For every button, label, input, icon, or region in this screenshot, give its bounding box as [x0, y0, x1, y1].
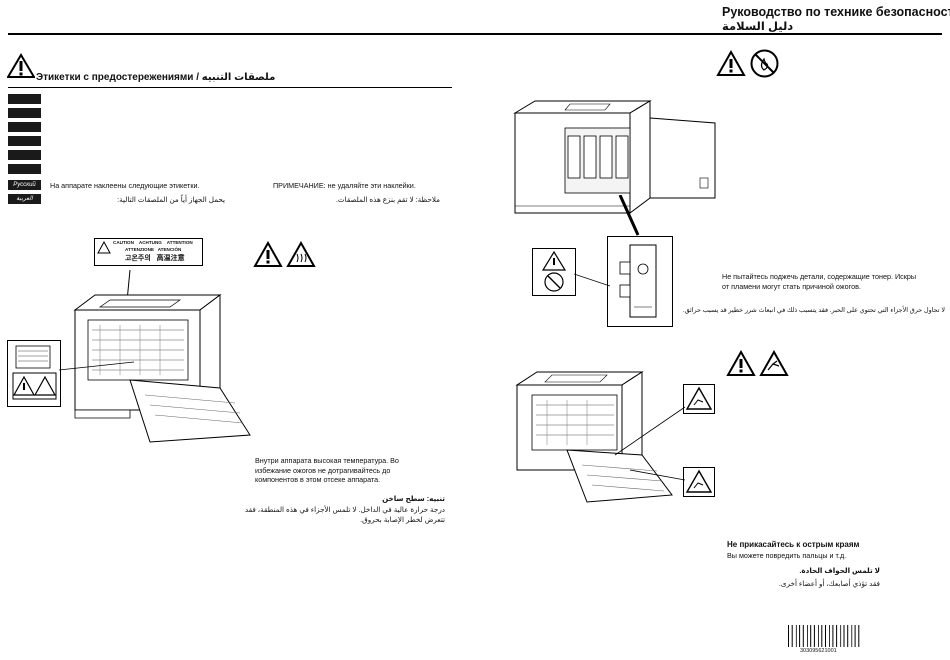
- sharp-edges-arabic: فقد تؤذي أصابعك، أو أعضاء أخرى.: [778, 579, 880, 588]
- toner-cartridge-detail: [619, 244, 657, 318]
- no-fire-icon: [750, 49, 779, 78]
- hot-surface-russian: Внутри аппарата высокая температура. Во …: [255, 456, 399, 484]
- barcode-bar: [825, 625, 826, 647]
- label-korean: 고온주의: [125, 255, 151, 262]
- sharp-edge-icon: [759, 350, 789, 376]
- barcode-bar: [847, 625, 849, 647]
- barcode-bar: [858, 625, 860, 647]
- callout-leader-line: [59, 361, 134, 371]
- intro-russian: На аппарате наклеены следующие этикетки.: [50, 181, 200, 190]
- sharp-edge-icon: [685, 469, 713, 493]
- sharp-edge-label-upper: [683, 384, 715, 414]
- barcode-bar: [836, 625, 838, 647]
- language-tab-blank-6: [8, 164, 41, 174]
- label-atencion: ATENCIÓN: [157, 247, 182, 252]
- toner-warning-label-callout: [532, 248, 576, 296]
- sharp-edge-icon: [685, 386, 713, 410]
- printer-toner-door-illustration: [513, 100, 716, 214]
- barcode-bar: [821, 625, 823, 647]
- barcode-bar: [788, 625, 789, 647]
- label-chinese: 高温注意: [156, 255, 185, 262]
- hot-surface-arabic-title: تنبيه: سطح ساخن: [382, 494, 445, 503]
- label-achtung: ACHTUNG: [138, 240, 162, 245]
- barcode-bar: [829, 625, 830, 647]
- guide-title-arabic: دليل السلامة: [722, 21, 794, 33]
- toner-callout-leader: [618, 195, 640, 236]
- barcode-number: 303095621001: [800, 648, 837, 654]
- toner-cartridge-callout: [607, 236, 673, 327]
- warning-triangle-icon: [716, 50, 746, 76]
- hot-surface-icon: [286, 241, 316, 267]
- barcode-bar: [851, 625, 853, 647]
- label-attention: ATTENTION: [166, 240, 193, 245]
- label-location-detail: [12, 345, 57, 400]
- barcode-bars: [788, 625, 860, 647]
- printer-rear-open-illustration: [73, 270, 251, 443]
- barcode-bar: [843, 625, 845, 647]
- guide-title-russian: Руководство по технике безопасности: [722, 5, 950, 19]
- barcode-bar: [791, 625, 793, 647]
- barcode-bar: [818, 625, 819, 647]
- note-russian: ПРИМЕЧАНИЕ: не удаляйте эти наклейки.: [273, 181, 416, 190]
- language-tab-blank-2: [8, 108, 41, 118]
- barcode-bar: [840, 625, 842, 647]
- intro-arabic: يحمل الجهاز أياً من الملصقات التالية:: [117, 195, 225, 204]
- note-arabic: ملاحظة: لا تقم بنزع هذه الملصقات.: [335, 195, 440, 204]
- printer-sharp-edges-illustration: [515, 371, 673, 503]
- barcode-bar: [802, 625, 804, 647]
- toner-fire-russian: Не пытайтесь поджечь детали, содержащие …: [722, 272, 917, 291]
- sharp-edges-title-arabic: لا تلمس الحواف الحادة.: [799, 566, 880, 575]
- section-title: Этикетки с предостережениями / ملصقات ال…: [36, 72, 276, 83]
- caution-label-sticker: CAUTION ACHTUNG ATTENTION ATTENZIONE ATE…: [94, 238, 203, 266]
- language-tab-arabic: العربية: [8, 194, 41, 204]
- label-attenzione: ATTENZIONE: [125, 247, 155, 252]
- barcode-bar: [832, 625, 834, 647]
- barcode: [788, 625, 860, 647]
- toner-warning-label: [541, 250, 567, 292]
- toner-label-leader: [574, 273, 610, 287]
- language-tab-blank-1: [8, 94, 41, 104]
- barcode-bar: [799, 625, 801, 647]
- sharp-edge-label-lower: [683, 467, 715, 497]
- language-tab-blank-4: [8, 136, 41, 146]
- barcode-bar: [795, 625, 797, 647]
- language-tab-blank-5: [8, 150, 41, 160]
- warning-triangle-icon: [726, 350, 756, 376]
- toner-fire-arabic: لا تحاول حرق الأجزاء التي تحتوي على الحب…: [682, 307, 945, 314]
- hot-surface-arabic: درجة حرارة عالية في الداخل. لا تلمس الأج…: [244, 505, 445, 524]
- hot-warning-mini-icon: [97, 241, 111, 254]
- barcode-bar: [813, 625, 815, 647]
- warning-triangle-icon: [253, 241, 283, 267]
- sharp-edges-russian: Вы можете повредить пальцы и т.д.: [727, 551, 847, 560]
- header-rule: [8, 33, 942, 35]
- label-caution: CAUTION: [113, 240, 134, 245]
- barcode-bar: [854, 625, 856, 647]
- warning-triangle-icon: [7, 53, 35, 78]
- section-rule: [8, 87, 452, 88]
- language-tab-blank-3: [8, 122, 41, 132]
- sharp-edges-title-russian: Не прикасайтесь к острым краям: [727, 540, 860, 549]
- barcode-bar: [807, 625, 808, 647]
- language-tab-russian: Русский: [8, 180, 41, 190]
- barcode-bar: [810, 625, 812, 647]
- label-location-callout: [7, 340, 61, 407]
- sharp-edge-leaders: [614, 406, 686, 481]
